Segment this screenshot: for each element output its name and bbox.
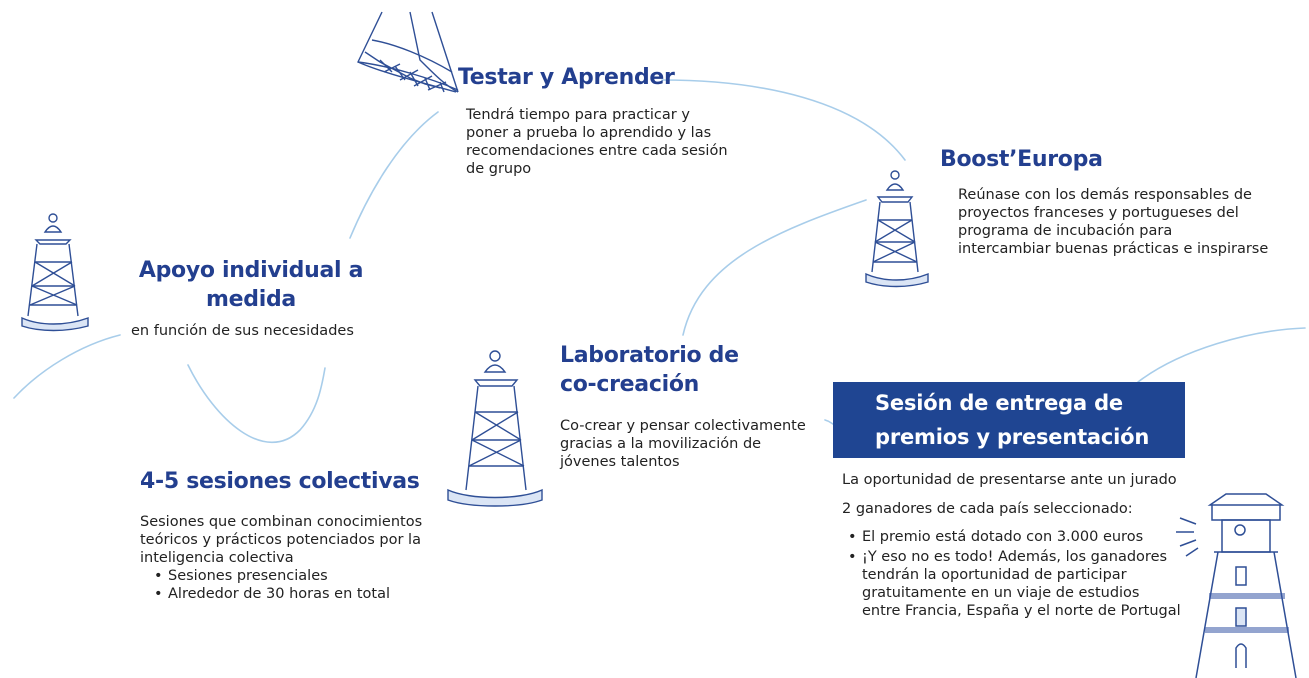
sesiones-line: inteligencia colectiva [140,550,294,566]
sesiones-bullet-list: Sesiones presenciales Alrededor de 30 ho… [152,567,422,603]
laboratorio-description: Co-crear y pensar colectivamente gracias… [560,417,806,471]
apoyo-title-line: medida [206,287,296,312]
sesiones-description: Sesiones que combinan conocimientos teór… [140,513,422,603]
boost-line: intercambiar buenas prácticas e inspirar… [958,241,1269,257]
boost-title: Boost’Europa [940,147,1103,172]
laboratorio-title: Laboratorio de co-creación [560,341,739,399]
laboratorio-line: gracias a la movilización de [560,436,762,452]
connector-line [661,79,906,161]
entrega-bullet-line: ¡Y eso no es todo! Además, los ganadores [862,549,1168,565]
laboratorio-title-line: co-creación [560,372,700,397]
buoy-tower-icon [21,213,89,332]
entrega-bullet-line: entre Francia, España y el norte de Port… [862,603,1181,619]
connector-line [682,199,867,336]
laboratorio-line: Co-crear y pensar colectivamente [560,418,806,434]
testar-title: Testar y Aprender [458,65,675,90]
connector-line [824,419,834,425]
testar-line: poner a prueba lo aprendido y las [466,125,712,141]
laboratorio-line: jóvenes talentos [560,454,680,470]
boost-description: Reúnase con los demás responsables de pr… [958,186,1268,258]
entrega-bullet-line: gratuitamente en un viaje de estudios [862,585,1140,601]
entrega-bullet: ¡Y eso no es todo! Además, los ganadores… [846,548,1181,620]
lighthouse-icon [1176,493,1297,678]
apoyo-subtitle: en función de sus necesidades [131,323,354,339]
entrega-bullet-line: tendrán la oportunidad de participar [862,567,1127,583]
sesiones-bullet: Alrededor de 30 horas en total [152,585,422,603]
entrega-winners: 2 ganadores de cada país seleccionado: [842,501,1133,517]
testar-description: Tendrá tiempo para practicar y poner a p… [466,106,728,178]
buoy-tower-icon [447,350,543,507]
buoy-tower-icon [865,170,929,288]
connector-line [13,334,121,399]
laboratorio-title-line: Laboratorio de [560,343,739,368]
entrega-title-line: premios y presentación [875,425,1150,449]
entrega-title: Sesión de entrega de premios y presentac… [875,386,1149,454]
testar-line: recomendaciones entre cada sesión [466,143,728,159]
entrega-intro: La oportunidad de presentarse ante un ju… [842,472,1177,488]
boost-line: Reúnase con los demás responsables de [958,187,1252,203]
entrega-bullet-list: El premio está dotado con 3.000 euros ¡Y… [846,528,1181,620]
entrega-title-line: Sesión de entrega de [875,391,1123,415]
connector-line [1137,327,1306,383]
boost-line: programa de incubación para [958,223,1173,239]
apoyo-title-line: Apoyo individual a [138,258,364,283]
sesiones-line: Sesiones que combinan conocimientos [140,514,423,530]
testar-line: de grupo [466,161,532,177]
sesiones-bullet: Sesiones presenciales [152,567,422,585]
boost-line: proyectos franceses y portugueses del [958,205,1239,221]
entrega-bullets: El premio está dotado con 3.000 euros ¡Y… [846,528,1181,620]
entrega-bullet: El premio está dotado con 3.000 euros [846,528,1181,546]
connector-line [187,364,326,443]
award-title-box [833,382,1185,458]
sesiones-line: teóricos y prácticos potenciados por la [140,532,421,548]
fishing-net-icon [357,11,459,93]
sesiones-title: 4-5 sesiones colectivas [140,469,420,494]
testar-line: Tendrá tiempo para practicar y [466,107,690,123]
connector-line [349,111,439,239]
apoyo-title: Apoyo individual a medida [116,256,386,314]
